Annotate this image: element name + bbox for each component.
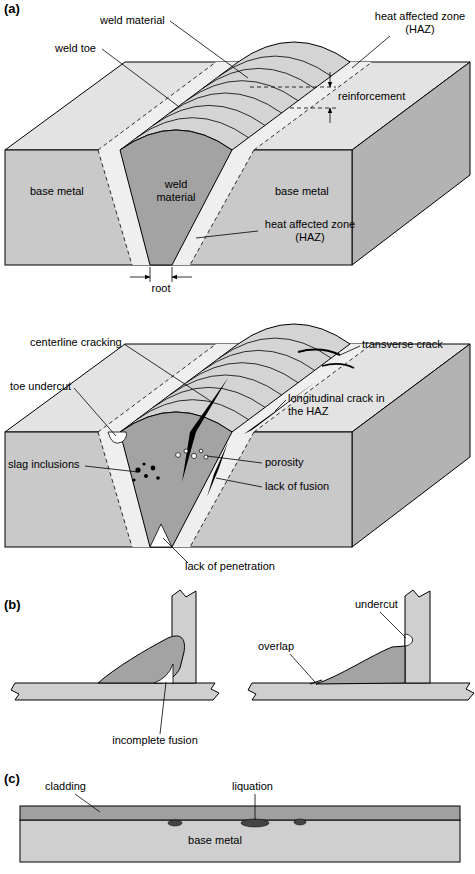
illustration-shape (20, 806, 460, 820)
illustration-shape (102, 49, 178, 106)
illustration-shape (160, 682, 166, 734)
illustration-shape (144, 474, 148, 478)
illustration-shape (132, 478, 135, 481)
leader-lines (160, 612, 406, 734)
root-dimension (130, 267, 192, 282)
defect-label: overlap (258, 640, 318, 653)
illustration-shape (151, 466, 156, 471)
transverse-crack (298, 350, 340, 355)
illustration-shape (172, 277, 192, 278)
part-label: weld material (148, 178, 204, 204)
illustration-shape (216, 478, 262, 487)
illustration-shape (163, 538, 188, 563)
weld-block (5, 42, 470, 265)
weld-defects (108, 350, 354, 547)
dimension-label: root (141, 282, 181, 295)
illustration-shape (130, 277, 150, 278)
illustration-shape (207, 456, 262, 463)
liquation-zones (168, 819, 306, 827)
illustration-shape (294, 819, 306, 825)
part-label: base metal (30, 185, 100, 198)
t-joint-left (11, 590, 219, 700)
illustration-shape (380, 612, 406, 638)
defect-label: toe undercut (10, 380, 90, 393)
panel-letter: (b) (4, 598, 34, 611)
illustration-shape (172, 267, 173, 282)
cladding-plate (20, 806, 460, 862)
defect-label: lack of fusion (265, 480, 355, 493)
centerline-crack (182, 378, 228, 482)
panel-letter: (a) (4, 2, 34, 15)
illustration-shape (74, 388, 116, 436)
illustration-shape (184, 449, 188, 453)
part-label: cladding (45, 780, 115, 793)
illustration-shape (204, 455, 208, 459)
defect-label: undercut (355, 598, 415, 611)
panel-letter: (c) (4, 772, 34, 785)
illustration-shape (168, 820, 182, 826)
illustration-shape (330, 108, 331, 123)
illustration-shape (255, 794, 256, 820)
part-label: base metal (175, 834, 255, 847)
defect-label: centerline cracking (30, 336, 140, 349)
illustration-shape (352, 36, 390, 68)
illustration-shape (85, 466, 138, 472)
toe-undercut (108, 432, 127, 443)
leader-lines (75, 794, 255, 820)
illustration-shape (170, 21, 248, 78)
illustration-shape (142, 462, 145, 465)
zone-label: heat affected zone (HAZ) (368, 10, 472, 36)
illustration-shape (310, 680, 322, 684)
dimension-label: reinforcement (338, 90, 428, 103)
illustration-shape (405, 590, 430, 683)
illustration-shape (20, 820, 460, 862)
illustration-shape (124, 344, 212, 402)
illustration-shape (290, 654, 315, 682)
part-label: base metal (275, 185, 345, 198)
porosity (176, 449, 208, 459)
leader-lines (102, 21, 390, 238)
illustration-shape (191, 453, 196, 458)
illustration-shape (316, 646, 405, 684)
illustration-shape (154, 664, 173, 683)
part-label: weld material (100, 14, 180, 27)
t-joint-right (248, 590, 474, 700)
illustration-shape (150, 267, 151, 282)
defect-label: incomplete fusion (95, 734, 215, 747)
illustration-shape (176, 453, 181, 458)
illustration-shape (275, 400, 286, 411)
weld-block (5, 324, 470, 547)
defect-label: lack of penetration (185, 560, 305, 573)
illustration-shape (75, 794, 100, 812)
illustration-shape (11, 683, 219, 700)
illustration-shape (330, 72, 331, 87)
illustration-shape (405, 634, 413, 646)
illustration-shape (340, 346, 360, 355)
reinforcement-dimension (250, 72, 336, 123)
leader-lines (74, 344, 360, 563)
defect-label: longitudinal crack in the HAZ (288, 392, 388, 418)
illustration-shape (241, 819, 269, 827)
illustration-shape (196, 231, 258, 238)
illustration-shape (250, 87, 336, 88)
defect-label: porosity (265, 456, 335, 469)
illustration-shape (98, 636, 184, 683)
defect-label: transverse crack (362, 338, 472, 351)
illustration-shape (199, 449, 203, 453)
illustration-shape (156, 476, 160, 480)
defect-label: slag inclusions (8, 458, 98, 471)
illustration-shape (290, 108, 336, 109)
lack-of-fusion (207, 442, 228, 497)
part-label: weld toe (55, 42, 115, 55)
transverse-crack (322, 364, 354, 368)
illustration-shape (248, 683, 474, 700)
zone-label: heat affected zone (HAZ) (258, 218, 362, 244)
defect-label: liquation (232, 780, 302, 793)
